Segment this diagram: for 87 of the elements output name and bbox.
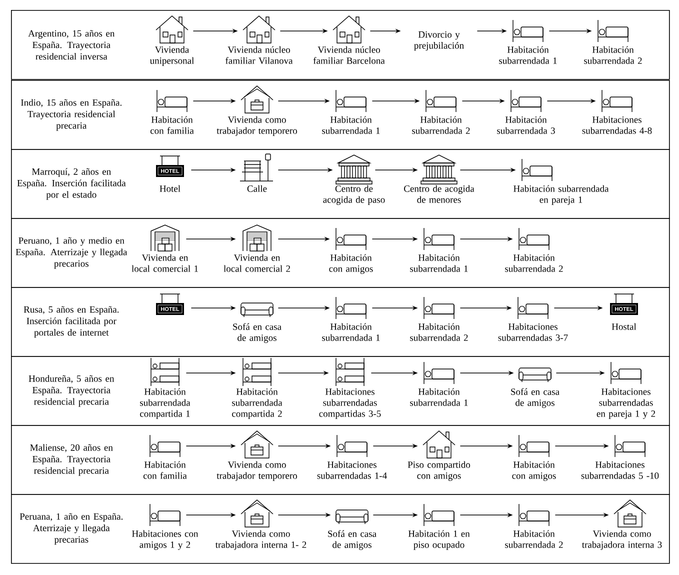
- bed-icon: [150, 504, 180, 526]
- icon-caption: Vivienda en local comercial 2: [224, 254, 290, 272]
- icon-caption: Habitaciones subarrendadas 5 -10: [581, 461, 659, 479]
- icon-caption: Habitación subarrendada 2: [410, 323, 468, 341]
- bed-icon: [614, 434, 646, 458]
- bed-icon: [598, 20, 628, 42]
- bed-icon: [424, 362, 454, 384]
- bunk-bed-icon: [336, 358, 364, 386]
- bed-icon: [510, 90, 542, 112]
- public-building-icon: [420, 154, 458, 184]
- icon-caption: Vivienda como trabajadora interna 3: [582, 530, 662, 550]
- icon-caption: Habitación subarrendada 2: [584, 46, 642, 64]
- icon-caption: Hotel: [160, 185, 180, 192]
- icon-caption: Habitación subarrendada compartida 2: [232, 388, 282, 419]
- icon-caption: Habitaciones subarrendadas 4-8: [582, 116, 652, 134]
- public-building-icon: [336, 154, 372, 184]
- icon-caption: Habitación 1 en piso ocupado: [408, 530, 470, 550]
- warehouse-icon: [150, 224, 180, 252]
- warehouse-icon: [242, 224, 272, 252]
- bunk-bed-icon: [150, 358, 180, 386]
- icon-caption: Habitación subarrendada en pareja 1: [514, 185, 609, 205]
- house-icon: [422, 430, 456, 458]
- icon-caption: Habitación subarrendada 1: [322, 323, 380, 341]
- house-briefcase-icon: [240, 86, 274, 114]
- icon-caption: Habitación con familia: [143, 461, 187, 479]
- icon-caption: Habitación subarrendada 2: [412, 116, 470, 134]
- sofa-icon: [336, 510, 368, 524]
- bed-icon: [336, 434, 368, 458]
- bed-icon: [518, 504, 550, 526]
- icon-caption: Habitaciones subarrendadas en pareja 1 y 2: [596, 388, 656, 419]
- bed-icon: [424, 296, 454, 320]
- icon-caption: Habitaciones subarrendadas 3-7: [498, 323, 568, 341]
- house-briefcase-icon: [240, 430, 274, 458]
- house-briefcase-icon: [614, 500, 646, 528]
- icon-caption: Calle: [247, 185, 267, 192]
- icon-caption: Habitación subarrendada 1: [322, 116, 380, 134]
- bed-icon: [156, 90, 188, 112]
- icon-caption: Habitación subarrendada 3: [497, 116, 555, 134]
- sofa-icon: [240, 302, 274, 318]
- sofa-icon: [518, 368, 552, 382]
- icon-caption: Habitación con amigos: [512, 461, 556, 481]
- icon-caption: Habitación subarrendada 2: [505, 254, 563, 272]
- house-briefcase-icon: [240, 500, 274, 528]
- icon-caption: Habitaciones subarrendadas compartidas 3-5: [319, 388, 381, 419]
- icon-caption: Vivienda núcleo familiar Vilanova: [226, 46, 293, 64]
- bed-icon: [522, 158, 552, 182]
- icon-caption: Habitación subarrendada 1: [410, 388, 468, 406]
- bed-icon: [150, 434, 180, 458]
- bunk-bed-icon: [242, 358, 272, 386]
- bed-icon: [336, 90, 366, 112]
- icon-caption: Habitación subarrendada 1: [499, 46, 557, 64]
- icon-caption: Vivienda núcleo familiar Barcelona: [313, 46, 385, 64]
- bed-icon: [426, 90, 456, 112]
- house-icon: [156, 16, 188, 44]
- bed-icon: [424, 504, 454, 526]
- icon-caption: Centro de acogida de paso: [323, 185, 385, 205]
- icon-caption: Centro de acogida de menores: [404, 185, 474, 203]
- icon-caption: Habitaciones subarrendadas 1-4: [317, 461, 387, 479]
- icon-caption: Vivienda como trabajador temporero: [216, 116, 297, 136]
- bed-icon: [518, 228, 550, 250]
- bed-icon: [518, 434, 550, 458]
- bed-icon: [518, 296, 548, 320]
- icon-caption: Habitación subarrendada compartida 1: [140, 388, 190, 419]
- icon-caption: Habitación subarrendada 1: [410, 254, 468, 272]
- bed-icon: [336, 228, 366, 250]
- icon-caption: Sofá en casa de amigos: [511, 388, 560, 408]
- house-icon: [242, 16, 276, 44]
- icon-caption: Vivienda en local comercial 1: [132, 254, 198, 272]
- bed-icon: [610, 362, 642, 384]
- icon-caption: Piso compartido con amigos: [408, 461, 470, 481]
- bed-icon: [512, 20, 544, 42]
- icon-caption: Vivienda como trabajadora interna 1- 2: [215, 530, 306, 550]
- icon-caption: Habitaciones con amigos 1 y 2: [132, 530, 198, 550]
- icon-caption: Habitación con familia: [150, 116, 194, 134]
- icon-caption: Vivienda unipersonal: [150, 46, 194, 66]
- icon-caption: Hostal: [612, 323, 636, 330]
- step-text: Divorcio y prejubilación: [414, 31, 464, 51]
- icon-caption: Sofá en casa de amigos: [233, 323, 282, 343]
- bed-icon: [336, 296, 366, 320]
- icon-caption: Sofá en casa de amigos: [328, 530, 376, 550]
- icon-caption: Habitación subarrendada 2: [505, 530, 563, 548]
- bed-icon: [602, 90, 632, 112]
- icon-caption: Vivienda como trabajador temporero: [216, 461, 297, 481]
- icon-caption: Habitación con amigos: [329, 254, 373, 274]
- house-icon: [332, 16, 366, 44]
- bed-icon: [424, 228, 454, 250]
- bench-streetlamp-icon: [240, 154, 274, 182]
